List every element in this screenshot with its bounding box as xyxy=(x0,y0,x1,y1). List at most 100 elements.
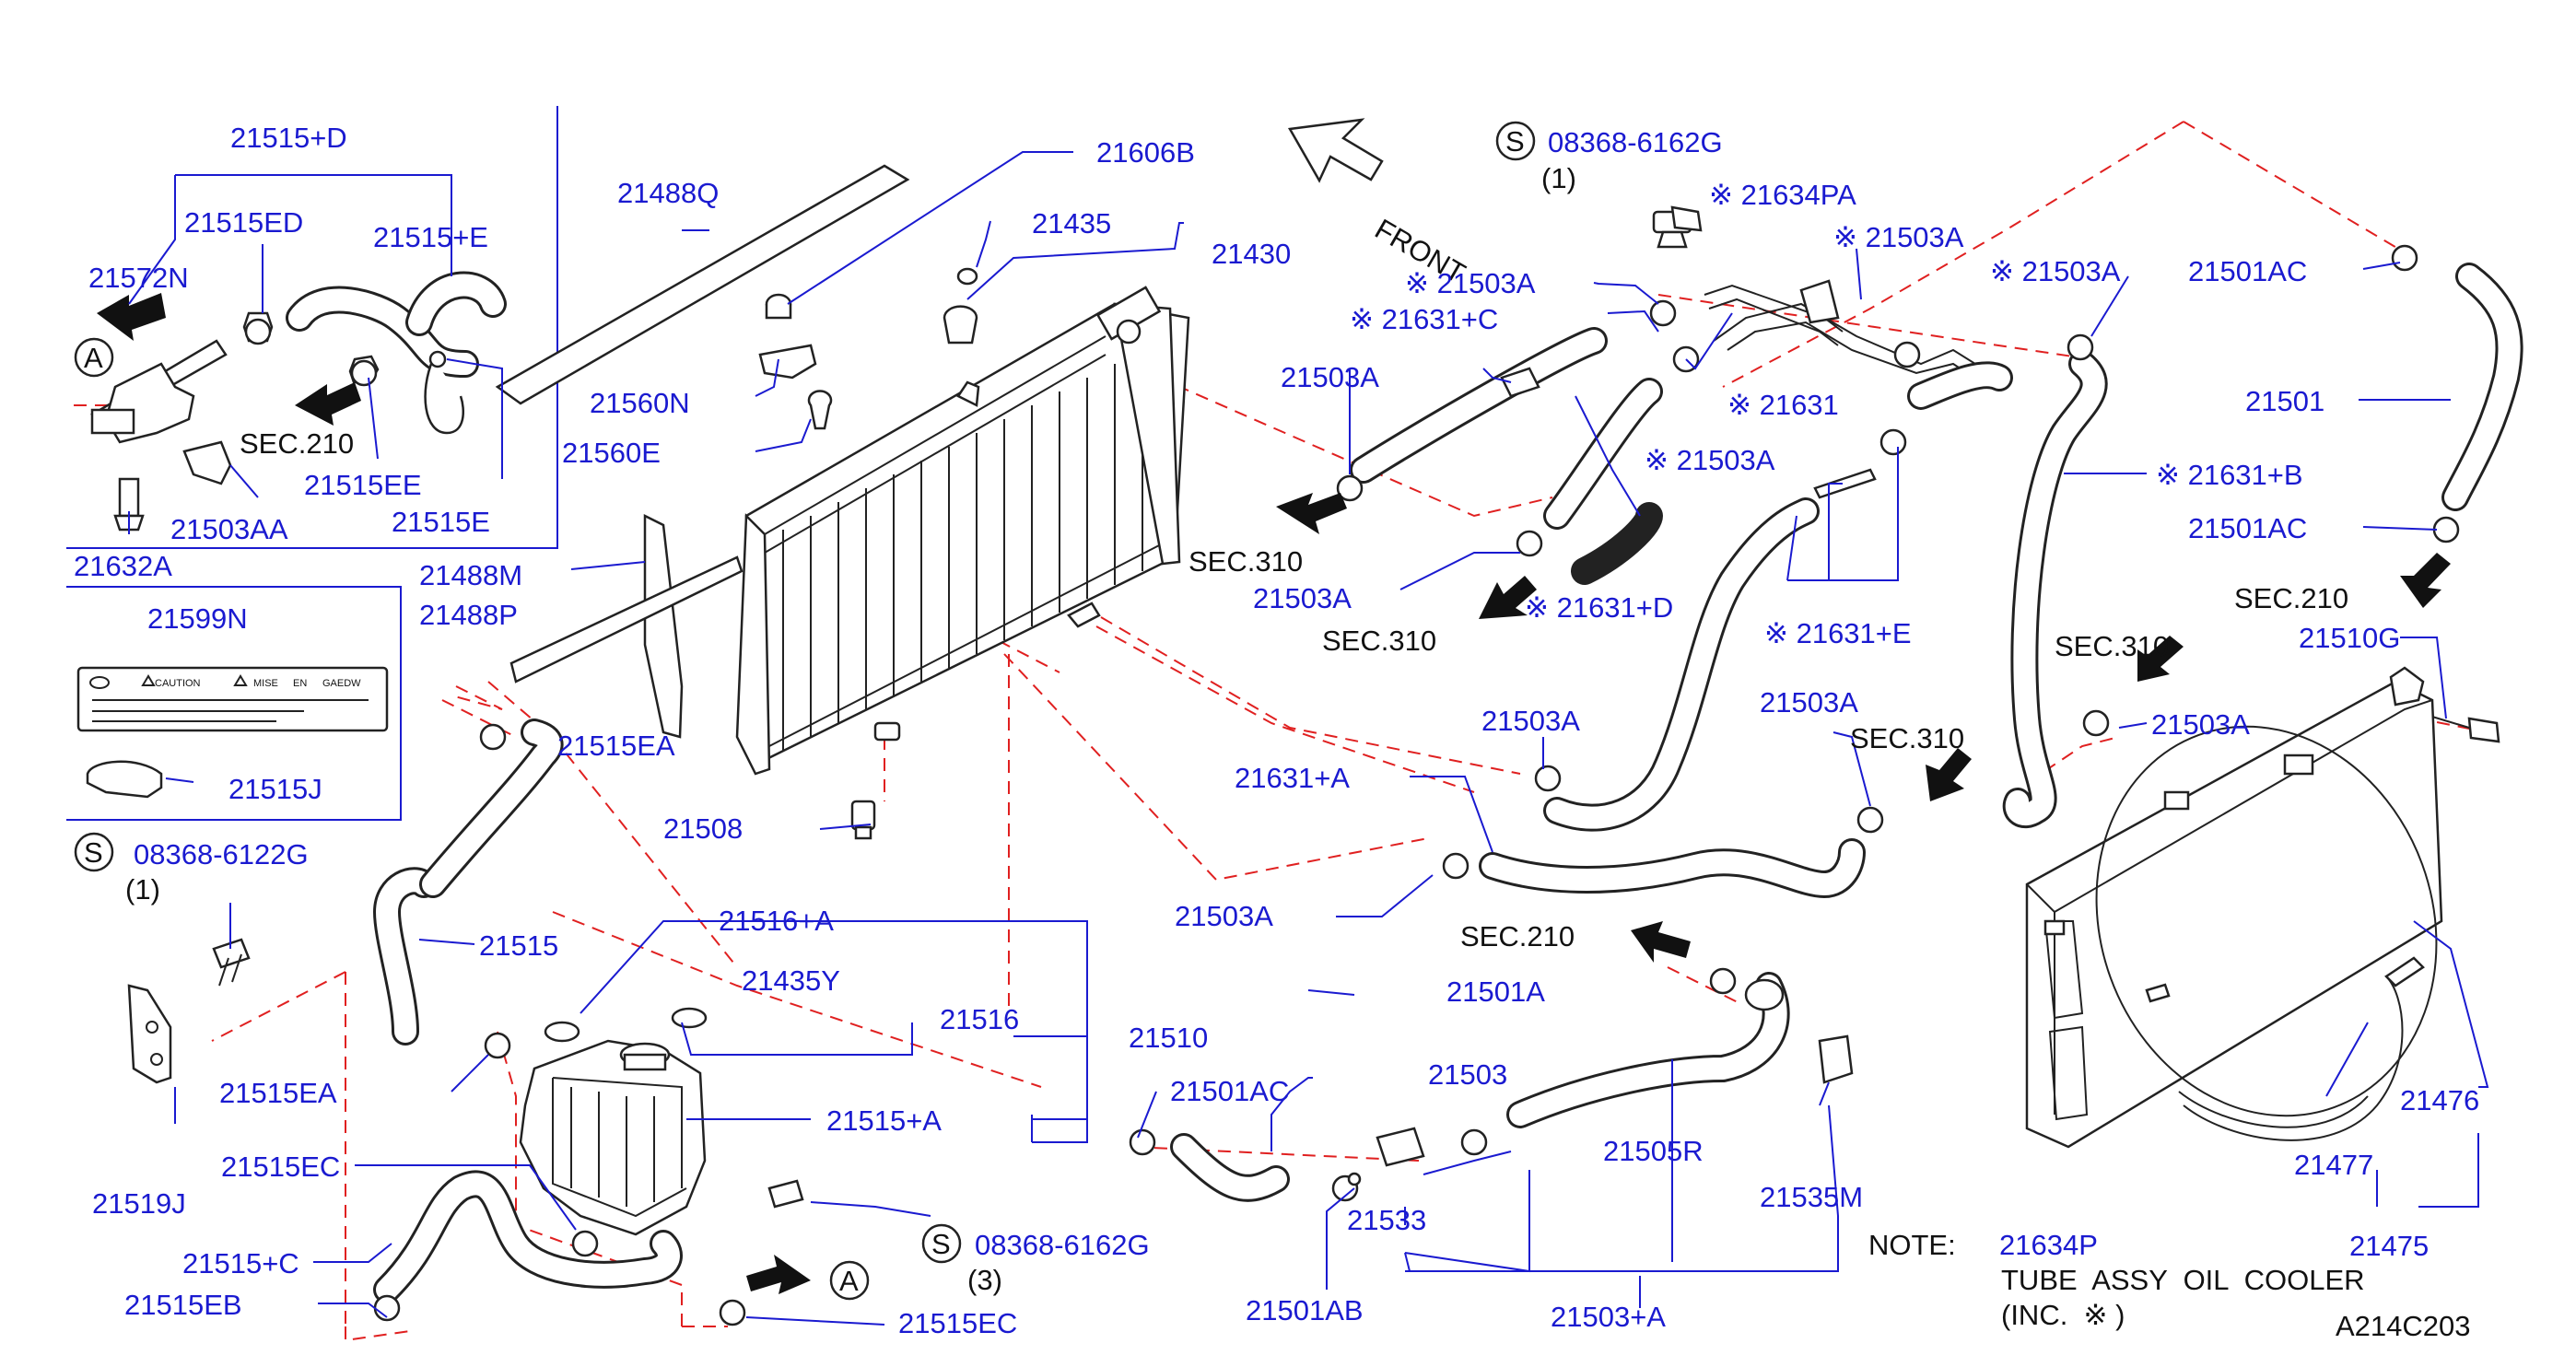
callout-21515d: 21515+D xyxy=(230,122,347,154)
callout-21606b: 21606B xyxy=(1096,136,1195,169)
circle-markers: A A S S S xyxy=(74,121,1536,1301)
callout-21503a-l2: 21503A xyxy=(1253,582,1352,614)
callout-21631e: ※ 21631+E xyxy=(1764,617,1912,649)
callout-21488m: 21488M xyxy=(419,559,522,591)
clip-21515j xyxy=(86,760,163,799)
callout-21503a-mid: ※ 21503A xyxy=(1645,444,1775,476)
s-marker-3: S xyxy=(931,1228,951,1260)
reservoir-tank xyxy=(519,1007,708,1236)
qty-08368-6162g-top: (1) xyxy=(1541,162,1576,194)
callout-21631: ※ 21631 xyxy=(1727,389,1839,421)
callout-21572n: 21572N xyxy=(88,262,189,294)
leader-lines xyxy=(128,151,2489,1326)
callout-21631d: ※ 21631+D xyxy=(1525,591,1673,624)
caution-text: CAUTION xyxy=(155,678,201,689)
callout-21503a-c2: 21503A xyxy=(1760,686,1858,719)
callout-21435: 21435 xyxy=(1032,207,1111,240)
callout-21503a-plus: 21503+A xyxy=(1551,1301,1666,1333)
gaedw-text: GAEDW xyxy=(322,678,361,689)
seal-strips xyxy=(495,164,910,739)
callout-21508: 21508 xyxy=(663,812,743,845)
callout-21515a: 21515+A xyxy=(826,1104,942,1137)
callout-21515ec-top: 21515EC xyxy=(221,1151,340,1183)
callout-21515e-plus: 21515+E xyxy=(373,221,488,253)
caution-plate: CAUTION MISE EN GAEDW xyxy=(76,666,389,732)
callout-21476: 21476 xyxy=(2400,1084,2479,1116)
part-callouts: 21515+D 21515ED 21515+E 21572N 21515EE 2… xyxy=(74,122,2479,1339)
callout-21560n: 21560N xyxy=(590,387,690,419)
drain-plug xyxy=(850,800,876,840)
callout-21515j: 21515J xyxy=(228,773,322,805)
callout-21631a: 21631+A xyxy=(1235,762,1350,794)
front-indicator: FRONT xyxy=(1287,118,1471,289)
diagram-id: A214C203 xyxy=(2336,1310,2471,1342)
sec-210-a: SEC.210 xyxy=(240,427,354,460)
callout-21488p: 21488P xyxy=(419,599,518,631)
callout-21501: 21501 xyxy=(2245,385,2324,417)
s-marker-1: S xyxy=(1505,125,1525,158)
callout-21510: 21510 xyxy=(1129,1022,1208,1054)
callout-21631c: ※ 21631+C xyxy=(1350,303,1498,335)
bracket-21519j xyxy=(127,984,172,1084)
callout-08368-6162g-low: 08368-6162G xyxy=(975,1229,1150,1261)
upper-mount-parts xyxy=(758,267,978,430)
en-text: EN xyxy=(293,678,307,689)
callout-21503a-l1: 21503A xyxy=(1281,361,1379,393)
callout-21501a: 21501A xyxy=(1446,976,1545,1008)
callout-21515ed: 21515ED xyxy=(184,206,303,239)
callout-21515ea-top: 21515EA xyxy=(557,730,675,762)
qty-08368-6122g: (1) xyxy=(125,873,160,905)
direction-arrows xyxy=(97,293,2451,1294)
callout-21505r: 21505R xyxy=(1603,1135,1704,1167)
callout-21503a-r2: ※ 21503A xyxy=(1990,255,2121,287)
callout-21519j: 21519J xyxy=(92,1187,186,1220)
callout-21515ee: 21515EE xyxy=(304,469,422,501)
callout-21503a-r1: ※ 21503A xyxy=(1833,221,1964,253)
radiator xyxy=(735,286,1190,776)
callout-21501ac-mid: 21501AC xyxy=(2188,512,2307,544)
mise-text: MISE xyxy=(253,678,278,689)
callout-21535m: 21535M xyxy=(1760,1181,1863,1213)
sec-310-b: SEC.310 xyxy=(1322,625,1436,657)
callout-21560e: 21560E xyxy=(562,437,661,469)
note-part-number: 21634P xyxy=(1999,1229,2098,1261)
hose-21501 xyxy=(2441,263,2523,511)
callout-21435y: 21435Y xyxy=(742,964,840,997)
callout-21488q: 21488Q xyxy=(617,177,719,209)
fan-shroud xyxy=(2025,666,2443,1149)
callout-21515: 21515 xyxy=(479,929,558,962)
lower-hoses xyxy=(373,719,1854,1303)
callout-21503aa: 21503AA xyxy=(170,513,288,545)
callout-21515ec-low: 21515EC xyxy=(898,1307,1017,1339)
qty-08368-6162g-low: (3) xyxy=(967,1264,1002,1296)
bolts xyxy=(212,205,2500,1209)
note-label: NOTE: xyxy=(1868,1229,1956,1261)
inset-frame xyxy=(66,106,558,821)
callout-21510g: 21510G xyxy=(2299,622,2400,654)
callout-21515e: 21515E xyxy=(392,506,490,538)
callout-21503: 21503 xyxy=(1428,1058,1507,1091)
callout-21501ac-top: 21501AC xyxy=(2188,255,2307,287)
callout-21631b: ※ 21631+B xyxy=(2156,459,2303,491)
callout-08368-6122g: 08368-6122G xyxy=(134,838,309,870)
callout-08368-6162g-top: 08368-6162G xyxy=(1548,126,1723,158)
callout-21503a-r3: ※ 21503A xyxy=(1405,267,1536,299)
callout-21516: 21516 xyxy=(940,1003,1019,1035)
callout-21501ac-low: 21501AC xyxy=(1170,1075,1289,1107)
sec-310-d: SEC.310 xyxy=(1850,722,1964,754)
callout-21503a-low: 21503A xyxy=(1175,900,1273,932)
s-marker-2: S xyxy=(84,836,103,869)
note-block: NOTE: 21634P TUBE ASSY OIL COOLER (INC. … xyxy=(1868,1229,2471,1342)
callout-21501ab: 21501AB xyxy=(1246,1294,1364,1326)
callout-21516a: 21516+A xyxy=(719,905,834,937)
note-line-2: (INC. ※ ) xyxy=(2001,1299,2125,1331)
callout-21632a: 21632A xyxy=(74,550,172,582)
callout-21430: 21430 xyxy=(1212,238,1291,270)
sec-310-a: SEC.310 xyxy=(1188,545,1303,578)
note-line-1: TUBE ASSY OIL COOLER xyxy=(2001,1264,2365,1296)
callout-21599n: 21599N xyxy=(147,602,248,635)
callout-21515c: 21515+C xyxy=(182,1247,299,1279)
sec-210-b: SEC.210 xyxy=(2234,582,2348,614)
sec-210-c: SEC.210 xyxy=(1460,920,1575,952)
callout-21475: 21475 xyxy=(2349,1230,2429,1262)
